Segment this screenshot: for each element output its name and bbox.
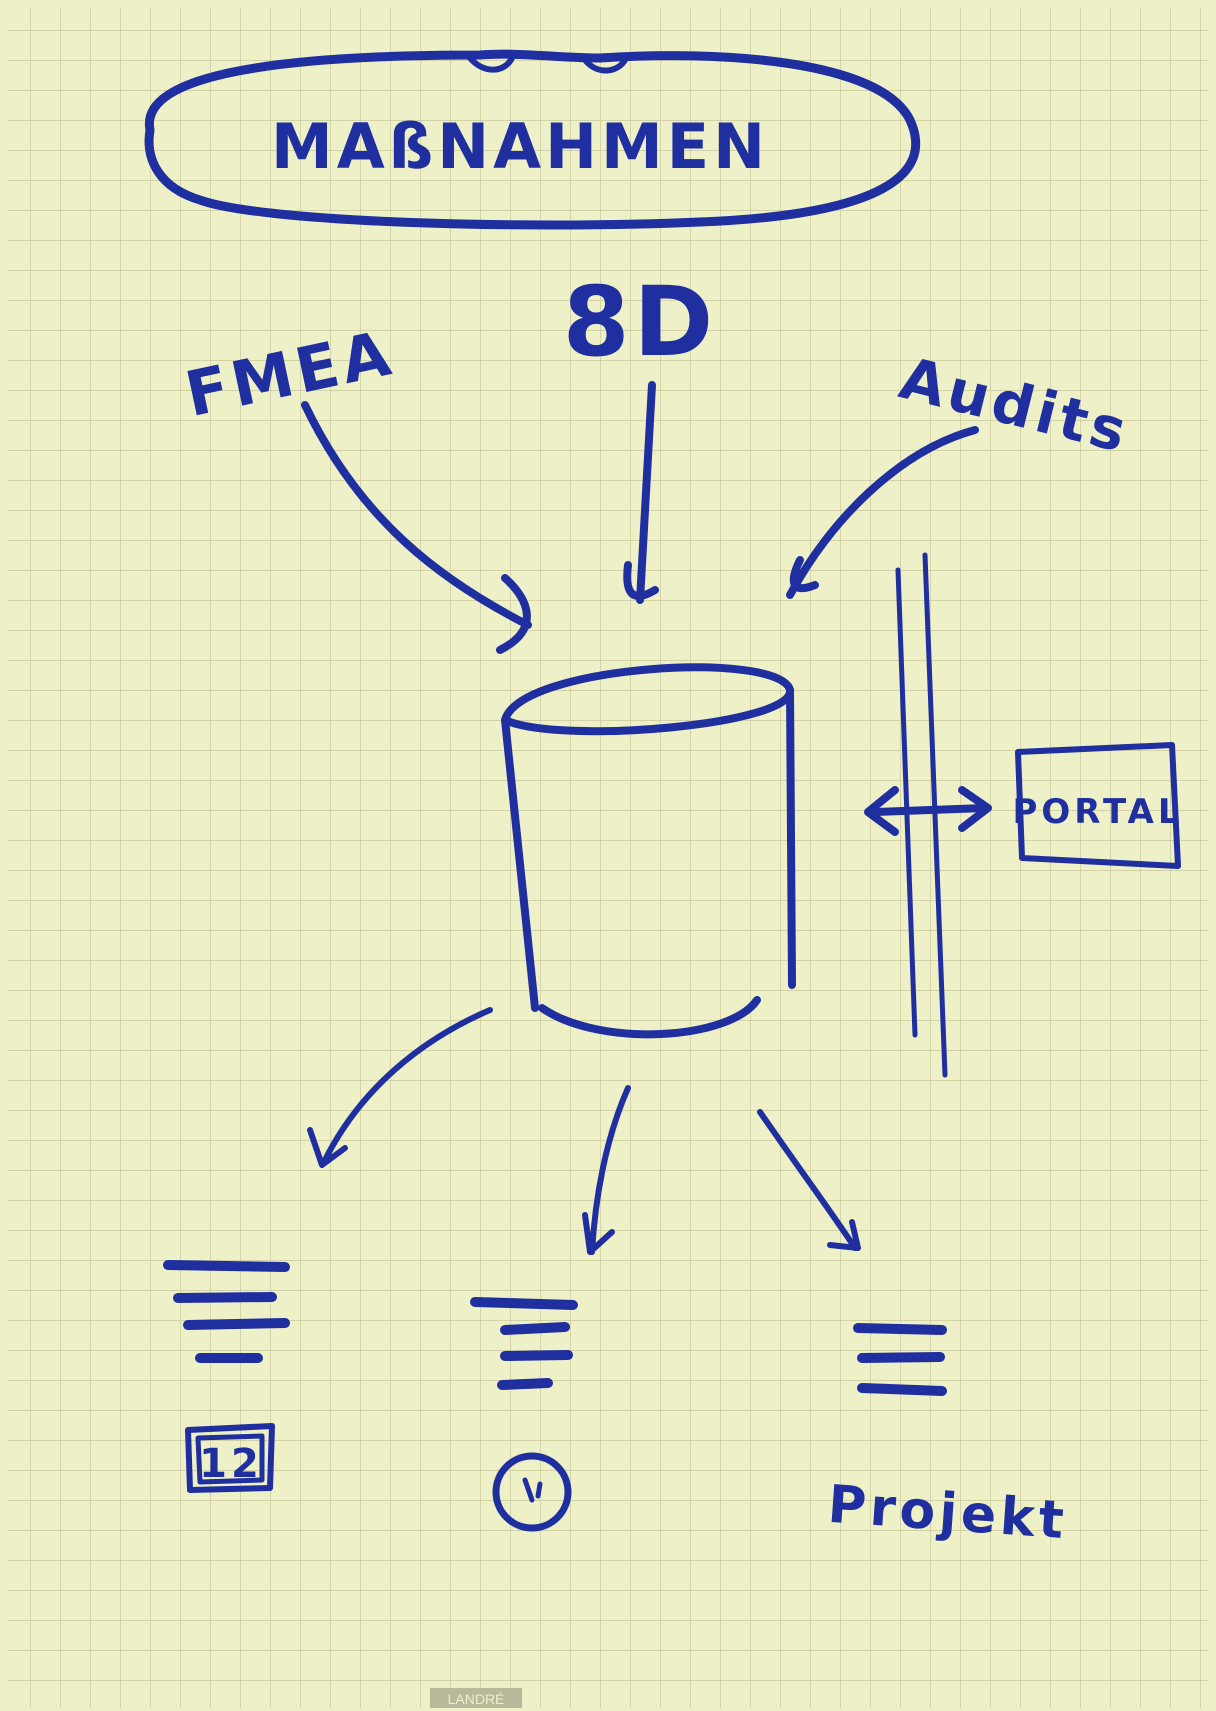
calendar-number: 12 — [199, 1441, 263, 1487]
audits-arrow — [786, 426, 979, 599]
fmea-arrow — [301, 401, 532, 629]
document-lines-icon — [853, 1323, 947, 1396]
calendar-icon — [185, 1423, 275, 1493]
portal-boundary-line — [922, 552, 948, 1078]
document-lines-icon — [163, 1260, 290, 1363]
output-arrow-left — [322, 1007, 493, 1163]
grid-lines — [8, 8, 1208, 1708]
portal-boundary-line — [895, 567, 918, 1038]
footer-brand-badge — [430, 1688, 522, 1708]
database-cylinder-icon — [501, 663, 796, 1039]
footer-brand: LANDRÉ — [448, 1691, 505, 1707]
title-cloud — [144, 49, 921, 230]
output-arrow-right — [757, 1109, 858, 1251]
bidirectional-arrow-icon — [864, 786, 992, 836]
output-arrow-middle — [589, 1085, 631, 1255]
portal-box — [1015, 742, 1181, 869]
8d-arrow — [636, 381, 656, 604]
title-text: MAßNAHMEN — [271, 110, 769, 183]
person-face-icon — [492, 1452, 572, 1532]
8d-label: 8D — [563, 266, 717, 378]
document-lines-icon — [470, 1297, 578, 1390]
portal-label: PORTAL — [1012, 792, 1183, 832]
